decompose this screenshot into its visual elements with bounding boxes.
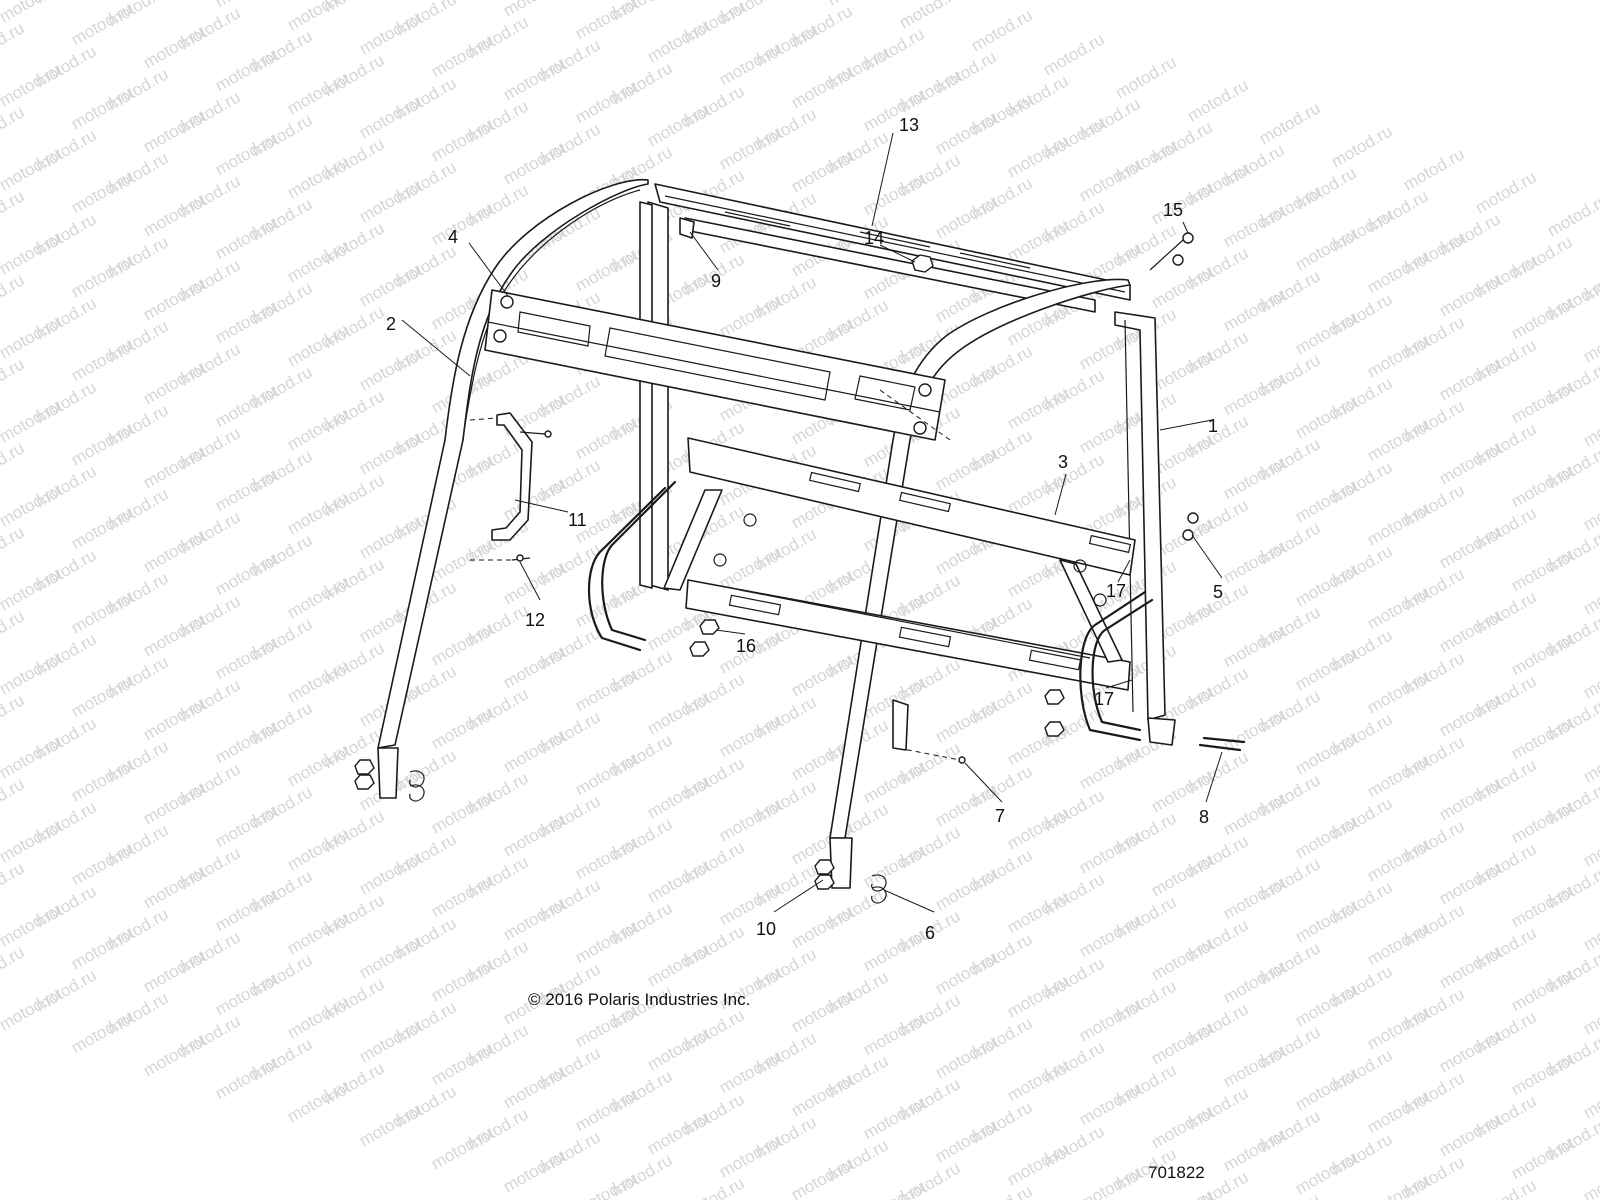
part-3-cross-plates [663,437,1136,691]
callout-3: 3 [1058,452,1068,472]
callout-16: 16 [736,636,756,656]
callout-17-upper: 17 [1106,581,1126,601]
document-number: 701822 [1148,1163,1205,1182]
callout-10: 10 [756,919,776,939]
callout-15: 15 [1163,200,1183,220]
part-13-top-rear-crossbar [654,183,1131,313]
callout-11: 11 [568,510,587,530]
callout-5: 5 [1213,582,1223,602]
callout-13: 13 [899,115,919,135]
callout-1: 1 [1208,416,1218,436]
callout-12: 12 [525,610,545,630]
leader-lines [401,132,1223,913]
callout-14: 14 [864,228,884,248]
hardware [354,217,1246,904]
callout-17-lower: 17 [1094,689,1114,709]
callout-6: 6 [925,923,935,943]
copyright-notice: © 2016 Polaris Industries Inc. [528,990,751,1009]
callout-4: 4 [448,227,458,247]
callout-2: 2 [386,314,396,334]
callout-7: 7 [995,806,1005,826]
rear-grab-tubes [587,480,1154,742]
part-4-front-crossbar-panel [484,289,946,441]
callout-8: 8 [1199,807,1209,827]
part-11-grab-handle [491,412,533,541]
callout-9: 9 [711,271,721,291]
callout-labels: 1 2 3 4 5 6 7 8 9 10 11 12 13 14 15 16 1… [386,115,1223,943]
